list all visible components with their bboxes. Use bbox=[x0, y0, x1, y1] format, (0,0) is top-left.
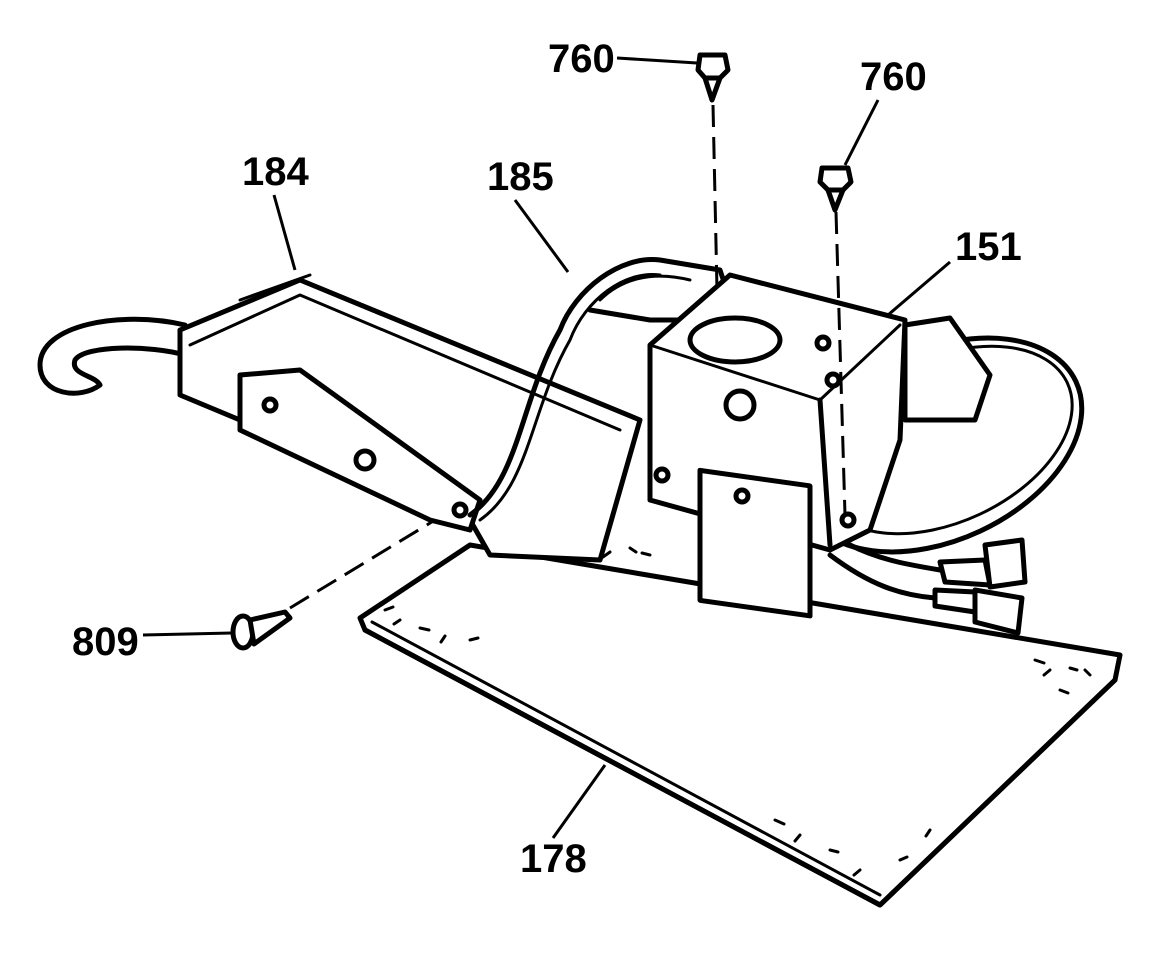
callout-185: 185 bbox=[487, 155, 554, 199]
callout-184: 184 bbox=[242, 150, 309, 194]
assembly-lines bbox=[289, 104, 847, 610]
callout-760-right: 760 bbox=[860, 55, 927, 99]
callout-809: 809 bbox=[72, 620, 139, 664]
screw-760-right bbox=[817, 165, 854, 213]
wire-leads bbox=[827, 537, 1028, 636]
insulation-pad bbox=[357, 542, 1123, 908]
callout-760-left: 760 bbox=[548, 37, 615, 81]
leader-lines bbox=[142, 56, 951, 839]
screw-760-left bbox=[695, 52, 731, 103]
motor-housing bbox=[647, 272, 993, 619]
screw-809 bbox=[230, 609, 293, 651]
main-bracket bbox=[37, 257, 733, 563]
callout-178: 178 bbox=[520, 837, 587, 881]
callout-151: 151 bbox=[955, 225, 1022, 269]
